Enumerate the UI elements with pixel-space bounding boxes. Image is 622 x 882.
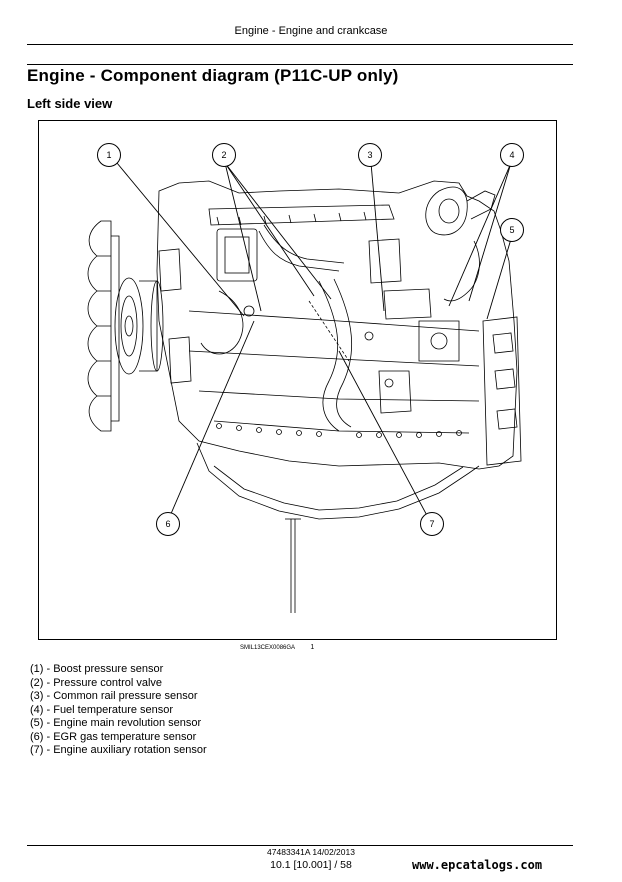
callout-3: 3: [358, 143, 382, 167]
callout-6: 6: [156, 512, 180, 536]
callout-1: 1: [97, 143, 121, 167]
pulley-icon: [114, 277, 164, 375]
title-rule: [27, 64, 573, 65]
callout-2: 2: [212, 143, 236, 167]
component-diagram: 1 2 3 4 5 6 7: [38, 120, 557, 640]
legend-item: (7) - Engine auxiliary rotation sensor: [30, 744, 207, 756]
legend-item: (2) - Pressure control valve: [30, 676, 163, 689]
callout-7: 7: [420, 512, 444, 536]
header-rule: [27, 44, 573, 45]
callout-4: 4: [500, 143, 524, 167]
component-legend: (1) - Boost pressure sensor (2) - Pressu…: [30, 663, 207, 758]
callout-5: 5: [500, 218, 524, 242]
figure-image-code: SMIL13CEX0086GA: [240, 645, 295, 651]
footer-doc-reference: 47483341A 14/02/2013: [267, 847, 355, 857]
figure-number: 1: [310, 644, 315, 651]
fan-icon: [87, 220, 120, 432]
footer-page-reference: 10.1 [10.001] / 58: [270, 859, 352, 871]
legend-item: (6) - EGR gas temperature sensor: [30, 730, 197, 743]
watermark: www.epcatalogs.com: [412, 858, 543, 872]
figure-caption: SMIL13CEX0086GA 1: [240, 644, 314, 651]
legend-item: (4) - Fuel temperature sensor: [30, 703, 174, 716]
legend-item: (1) - Boost pressure sensor: [30, 663, 164, 675]
section-title: Left side view: [27, 96, 113, 111]
footer-rule: [27, 845, 573, 846]
engine-illustration: [87, 162, 522, 613]
page-title: Engine - Component diagram (P11C-UP only…: [27, 66, 399, 85]
legend-item: (3) - Common rail pressure sensor: [30, 690, 198, 702]
legend-item: (5) - Engine main revolution sensor: [30, 717, 202, 729]
running-header: Engine - Engine and crankcase: [234, 25, 388, 37]
